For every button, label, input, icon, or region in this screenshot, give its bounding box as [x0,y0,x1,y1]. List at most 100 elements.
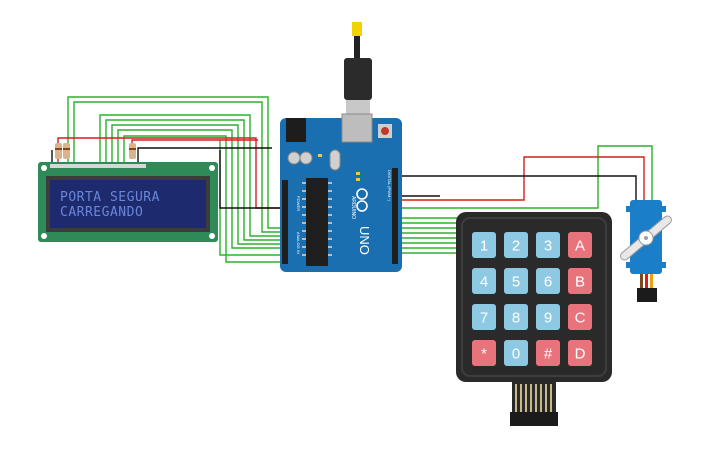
keypad-key-face[interactable] [568,268,592,294]
keypad-key-face[interactable] [568,304,592,330]
arduino-board[interactable]: UNO ARDUINO POWER ANALOG IN DIGITAL (PWM… [280,22,402,272]
keypad-key-star[interactable]: * [472,340,496,366]
wire-black-servo [400,175,637,200]
analog-label: ANALOG IN [296,232,301,254]
wire-green-servo [400,145,653,209]
keypad-key-9[interactable]: 9 [536,304,560,330]
servo-connector [637,288,657,302]
keypad-key-label: 3 [544,238,552,255]
wire-green-8 [219,140,282,256]
usb-port [341,113,373,143]
keypad-key-label: 9 [544,310,552,327]
wire-black-lcd [137,147,272,162]
led [356,178,360,181]
keypad-key-label: # [544,346,553,363]
keypad-key-label: 2 [512,238,520,255]
servo-wire-red [645,274,648,288]
keypad-key-label: D [575,346,586,363]
usb-plug-black [344,58,372,100]
atmega-chip [306,178,328,266]
keypad-key-label: 6 [544,274,552,291]
keypad-key-face[interactable] [536,340,560,366]
power-label: POWER [296,196,301,211]
keypad-key-8[interactable]: 8 [504,304,528,330]
keypad-key-label: A [575,238,585,255]
keypad-key-hash[interactable]: # [536,340,560,366]
keypad-key-face[interactable] [472,304,496,330]
keypad-key-face[interactable] [472,340,496,366]
keypad-key-label: 8 [512,310,520,327]
keypad-key-label: 1 [480,238,488,255]
keypad-key-label: * [481,346,487,363]
keypad-key-1[interactable]: 1 [472,232,496,258]
usb-cable [354,36,360,58]
keypad-key-face[interactable] [504,232,528,258]
capacitor [299,151,313,165]
servo-tab-top [626,206,666,212]
keypad-key-face[interactable] [472,232,496,258]
lcd-line-2: CARREGANDO [60,205,143,220]
keypad-key-label: 0 [512,346,520,363]
keypad-key-face[interactable] [472,268,496,294]
keypad-key-7[interactable]: 7 [472,304,496,330]
keypad-key-face[interactable] [504,304,528,330]
wire-black-lcd3 [219,150,282,209]
keypad-key-c[interactable]: C [568,304,592,330]
keypad-key-label: 7 [480,310,488,327]
lcd-pin-header [50,164,146,168]
keypad-key-face[interactable] [536,304,560,330]
keypad-key-b[interactable]: B [568,268,592,294]
resistor [129,143,136,159]
servo-tab-bottom [626,262,666,268]
reset-button-cap[interactable] [381,127,389,135]
wires [51,96,653,263]
lcd-hole [209,165,215,171]
keypad-key-2[interactable]: 2 [504,232,528,258]
lcd-screen [50,180,206,228]
usb-cable-tip [352,22,362,36]
lcd-hole [41,165,47,171]
keypad-key-face[interactable] [504,340,528,366]
keypad-connector [510,412,558,426]
keypad-key-a[interactable]: A [568,232,592,258]
lcd-hole [209,233,215,239]
keypad-key-face[interactable] [536,268,560,294]
digital-header [392,168,398,264]
keypad-key-face[interactable] [504,268,528,294]
led [356,172,360,175]
keypad-key-face[interactable] [536,232,560,258]
power-analog-header [282,180,288,264]
servo-horn[interactable] [617,212,675,264]
keypad-key-0[interactable]: 0 [504,340,528,366]
keypad-inner [461,217,607,377]
keypad-key-label: B [575,274,585,291]
keypad-key-label: C [575,310,586,327]
lcd-module[interactable]: PORTA SEGURA CARREGANDO [38,162,218,242]
crystal [329,149,341,171]
keypad-key-3[interactable]: 3 [536,232,560,258]
resistor [55,143,62,159]
keypad-key-6[interactable]: 6 [536,268,560,294]
wire-green-7 [123,135,282,263]
lcd-hole [41,233,47,239]
arduino-model-label: UNO [357,226,372,255]
arduino-logo-icon [356,188,368,212]
power-jack [286,118,306,142]
keypad-key-label: 4 [480,274,488,291]
keypad[interactable]: 1 2 3 A 4 5 6 B 7 8 9 C * 0 # D [456,212,612,426]
capacitor [287,151,301,165]
keypad-key-face[interactable] [568,340,592,366]
keypad-key-face[interactable] [568,232,592,258]
arduino-brand-label: ARDUINO [350,196,356,219]
keypad-key-d[interactable]: D [568,340,592,366]
keypad-key-label: 5 [512,274,520,291]
resistors [55,143,136,159]
keypad-key-4[interactable]: 4 [472,268,496,294]
keypad-key-5[interactable]: 5 [504,268,528,294]
resistor [63,143,70,159]
keypad-ribbon [512,382,556,412]
digital-label: DIGITAL (PWM~) [387,170,392,202]
servo-motor[interactable] [617,200,675,302]
wire-red-servo [400,156,645,201]
